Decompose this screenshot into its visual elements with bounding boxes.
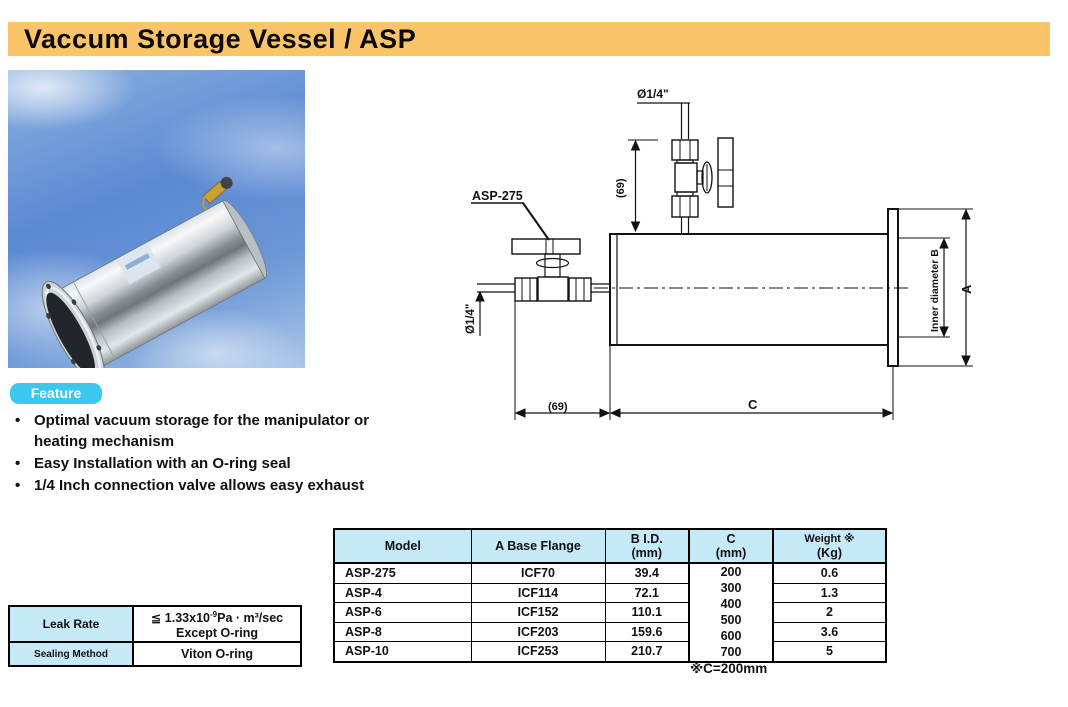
leak-rate-line2: Except O-ring <box>176 625 258 640</box>
cell-bid: 159.6 <box>604 621 690 643</box>
leak-rate-label: Leak Rate <box>8 605 134 643</box>
cell-bid: 210.7 <box>604 641 690 663</box>
base-offset-label: (69) <box>548 401 568 413</box>
feature-item: 1/4 Inch connection valve allows easy ex… <box>8 475 400 496</box>
model-table: Model A Base Flange B I.D.(mm) C(mm) Wei… <box>333 528 887 663</box>
feature-item: Easy Installation with an O-ring seal <box>8 453 400 474</box>
technical-drawing: Ø1/4" (69) ASP-275 <box>465 87 974 420</box>
top-pipe <box>680 103 690 234</box>
side-port-label: Ø1/4" <box>465 304 477 334</box>
inner-diameter-dimension: Inner diameter B <box>899 237 950 338</box>
leak-rate-exponent: -9 <box>210 610 218 620</box>
cell-model: ASP-275 <box>333 562 472 584</box>
cell-model: ASP-8 <box>333 621 472 643</box>
model-table-header-row: Model A Base Flange B I.D.(mm) C(mm) Wei… <box>333 528 887 564</box>
inner-diameter-label: Inner diameter B <box>929 249 941 332</box>
leak-rate-prefix: ≦ 1.33x10 <box>150 611 210 626</box>
cell-bid: 110.1 <box>604 602 690 623</box>
valve-callout: ASP-275 <box>471 189 550 241</box>
cell-weight: 2 <box>772 602 887 623</box>
vessel-photo-illustration <box>41 176 268 368</box>
feature-badge: Feature <box>10 383 102 404</box>
table-row: ASP-10 ICF253 210.7 5 <box>333 641 887 663</box>
col-header-bid: B I.D.(mm) <box>604 528 690 564</box>
page-title: Vaccum Storage Vessel / ASP <box>24 23 417 54</box>
table-row: ASP-4 ICF114 72.1 1.3 <box>333 582 887 604</box>
cell-weight: 1.3 <box>772 582 887 604</box>
vessel-label <box>116 243 162 285</box>
cell-flange: ICF152 <box>470 602 606 623</box>
vessel-flange <box>41 280 105 368</box>
length-label: C <box>748 397 758 412</box>
cell-model: ASP-4 <box>333 582 472 604</box>
col-header-model: Model <box>333 528 472 564</box>
top-port-label: Ø1/4" <box>637 87 669 101</box>
sealing-method-label: Sealing Method <box>8 641 134 667</box>
vessel-body-outline <box>594 233 908 346</box>
flange-diameter-dimension: A <box>899 208 974 367</box>
cell-model: ASP-10 <box>333 641 472 663</box>
col-header-flange: A Base Flange <box>470 528 606 564</box>
cell-flange: ICF203 <box>470 621 606 643</box>
c-note: ※C=200mm <box>690 661 768 676</box>
feature-item: Optimal vacuum storage for the manipulat… <box>8 410 400 452</box>
cell-weight: 0.6 <box>772 562 887 584</box>
product-photo <box>8 70 305 368</box>
title-bar: Vaccum Storage Vessel / ASP <box>8 22 1050 56</box>
top-height-dimension: (69) <box>615 139 658 233</box>
flange-diameter-label: A <box>959 284 974 294</box>
valve-model-label: ASP-275 <box>472 189 523 203</box>
flange-outline <box>887 208 899 420</box>
table-row: ASP-275 ICF70 39.4 200 300 400 500 600 7… <box>333 562 887 663</box>
feature-list: Optimal vacuum storage for the manipulat… <box>8 410 400 497</box>
cell-weight: 3.6 <box>772 621 887 643</box>
cell-flange: ICF253 <box>470 641 606 663</box>
leak-rate-value: ≦ 1.33x10-9Pa · m³/sec Except O-ring <box>132 605 302 643</box>
table-row: ASP-8 ICF203 159.6 3.6 <box>333 621 887 643</box>
vessel-valve <box>202 176 233 211</box>
top-height-label: (69) <box>615 178 627 198</box>
top-valve-handle <box>717 137 734 208</box>
vessel-cylinder <box>41 176 268 368</box>
side-valve <box>477 238 610 302</box>
cell-model: ASP-6 <box>333 602 472 623</box>
table-row: ASP-6 ICF152 110.1 2 <box>333 602 887 623</box>
col-header-c: C(mm) <box>688 528 774 564</box>
cell-flange: ICF70 <box>470 562 606 584</box>
leak-rate-suffix: Pa · m³/sec <box>217 611 284 626</box>
cell-flange: ICF114 <box>470 582 606 604</box>
top-valve <box>671 137 734 218</box>
cell-bid: 72.1 <box>604 582 690 604</box>
spec-table: Leak Rate ≦ 1.33x10-9Pa · m³/sec Except … <box>8 605 302 667</box>
length-dimension: (69) C <box>514 294 894 420</box>
cell-weight: 5 <box>772 641 887 663</box>
col-header-weight: Weight ※(Kg) <box>772 528 887 564</box>
cell-bid: 39.4 <box>604 562 690 584</box>
side-port-dimension: Ø1/4" <box>465 290 485 336</box>
cell-c-merged: 200 300 400 500 600 700 <box>688 562 774 663</box>
sealing-method-value: Viton O-ring <box>132 641 302 667</box>
